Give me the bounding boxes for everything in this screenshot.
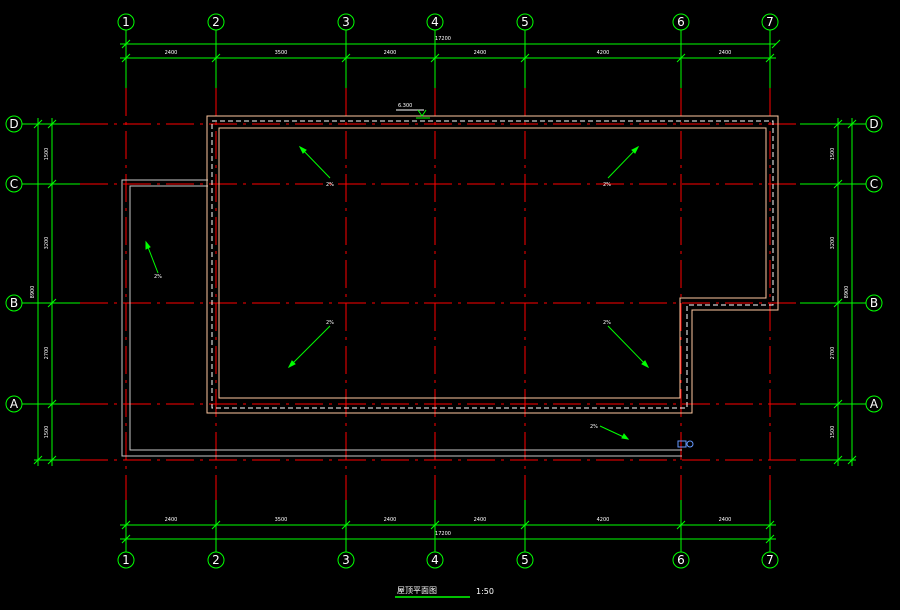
- drawing-title-block: 屋顶平面图 1:50: [395, 586, 494, 598]
- top-span-1: 2400: [165, 50, 178, 56]
- left-span-3: 2700: [44, 347, 50, 360]
- bottom-span-4: 2400: [474, 517, 487, 523]
- top-span-3: 2400: [384, 50, 397, 56]
- parapet-walls: [206, 115, 779, 414]
- dimension-ticks: [33, 39, 857, 544]
- axis-extension-lines: [22, 30, 866, 552]
- top-span-2: 3500: [275, 50, 288, 56]
- bottom-span-3: 2400: [384, 517, 397, 523]
- bottom-total-dim: 17200: [435, 531, 451, 537]
- drawing-title: 屋顶平面图: [397, 586, 437, 595]
- right-span-2: 3200: [830, 237, 836, 250]
- right-span-1: 1500: [830, 148, 836, 161]
- axis-label-left-C: C: [10, 177, 18, 191]
- left-total-dim: 8900: [30, 286, 36, 299]
- axis-label-top-7: 7: [766, 15, 774, 29]
- parapet-outer: [206, 115, 779, 414]
- axis-bubbles-bottom: [117, 551, 779, 569]
- slope-labels: 2% 2% 2% 2% 2% 2%: [154, 182, 611, 430]
- axis-grid-lines: [80, 88, 800, 500]
- slope-label-3: 2%: [326, 320, 334, 326]
- axis-label-bottom-7: 7: [766, 553, 774, 567]
- axis-label-top-1: 1: [122, 15, 130, 29]
- slope-label-1: 2%: [326, 182, 334, 188]
- dimension-lines: [37, 43, 853, 540]
- axis-bubbles-left: [5, 115, 23, 413]
- level-value: 6.300: [398, 103, 412, 109]
- top-span-5: 4200: [597, 50, 610, 56]
- axis-bubbles-top: [117, 13, 779, 31]
- right-span-4: 1500: [830, 426, 836, 439]
- axis-label-bottom-2: 2: [212, 553, 220, 567]
- dimension-texts: 17200 2400 3500 2400 2400 4200 2400 2400…: [30, 36, 850, 537]
- top-span-6: 2400: [719, 50, 732, 56]
- slope-label-6: 2%: [590, 424, 598, 430]
- slope-label-4: 2%: [603, 320, 611, 326]
- axis-label-left-B: B: [10, 296, 18, 310]
- axis-label-top-4: 4: [431, 15, 439, 29]
- axis-label-right-A: A: [870, 397, 879, 411]
- left-span-2: 3200: [44, 237, 50, 250]
- drawing-scale: 1:50: [476, 587, 494, 596]
- axis-label-bottom-3: 3: [342, 553, 350, 567]
- axis-label-right-B: B: [870, 296, 878, 310]
- bottom-span-6: 2400: [719, 517, 732, 523]
- axis-label-left-D: D: [9, 117, 18, 131]
- left-span-1: 1500: [44, 148, 50, 161]
- bottom-span-1: 2400: [165, 517, 178, 523]
- axis-label-bottom-6: 6: [677, 553, 685, 567]
- slope-label-5: 2%: [154, 274, 162, 280]
- axis-label-top-2: 2: [212, 15, 220, 29]
- axis-label-top-6: 6: [677, 15, 685, 29]
- top-total-dim: 17200: [435, 36, 451, 42]
- parapet-dashed: [211, 120, 774, 409]
- axis-label-right-C: C: [870, 177, 878, 191]
- bottom-span-5: 4200: [597, 517, 610, 523]
- left-span-4: 1500: [44, 426, 50, 439]
- axis-label-top-5: 5: [521, 15, 529, 29]
- bottom-span-2: 3500: [275, 517, 288, 523]
- axis-label-bottom-4: 4: [431, 553, 439, 567]
- level-mark: 6.300: [396, 103, 430, 119]
- axis-label-bottom-1: 1: [122, 553, 130, 567]
- parapet-inner: [218, 127, 767, 399]
- right-span-3: 2700: [830, 347, 836, 360]
- lower-roof-outline: [121, 179, 682, 457]
- axis-bubbles-right: [865, 115, 883, 413]
- axis-labels: 1 2 3 4 5 6 7 1 2 3 4 5 6 7 D C B A D C …: [9, 15, 879, 567]
- axis-label-right-D: D: [869, 117, 878, 131]
- axis-label-top-3: 3: [342, 15, 350, 29]
- slope-label-2: 2%: [603, 182, 611, 188]
- axis-label-bottom-5: 5: [521, 553, 529, 567]
- drain-outlet-icon: [677, 440, 694, 448]
- right-total-dim: 8900: [844, 286, 850, 299]
- slope-arrows: [145, 145, 650, 440]
- axis-label-left-A: A: [10, 397, 19, 411]
- top-span-4: 2400: [474, 50, 487, 56]
